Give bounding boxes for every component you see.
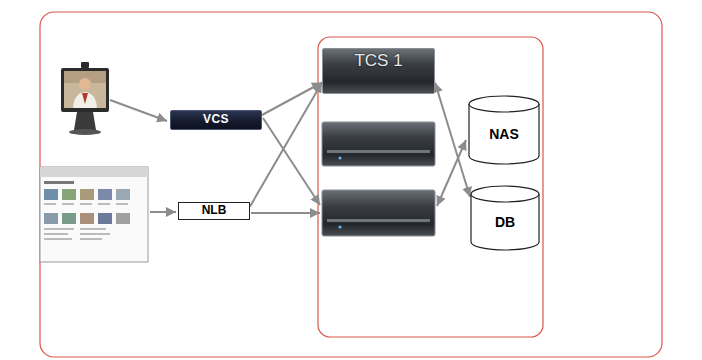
node-label: NAS — [489, 126, 519, 142]
cylinder-body — [469, 104, 539, 164]
load-balancer-box: NLB — [178, 202, 250, 220]
vcs-appliance: VCS — [170, 110, 262, 130]
node-label: VCS — [203, 113, 229, 127]
server-unit: TCS 1 — [322, 48, 435, 94]
connector-arrow — [435, 83, 470, 198]
node-label: TCS 1 — [354, 51, 402, 71]
node-label: DB — [495, 214, 515, 230]
cylinder-top — [469, 96, 539, 112]
outer-boundary — [40, 12, 662, 357]
connector-arrow — [250, 83, 322, 207]
server-unit — [322, 122, 435, 166]
video-endpoint-icon — [61, 62, 109, 135]
storage-cylinder: NAS — [468, 95, 540, 165]
server-unit — [322, 190, 435, 236]
web-portal-screenshot — [40, 167, 148, 262]
cylinder-top — [471, 186, 539, 202]
layout-connector — [110, 100, 466, 213]
cluster-boundary — [318, 37, 543, 337]
database-cylinder: DB — [470, 185, 540, 251]
node-label: NLB — [202, 204, 227, 218]
